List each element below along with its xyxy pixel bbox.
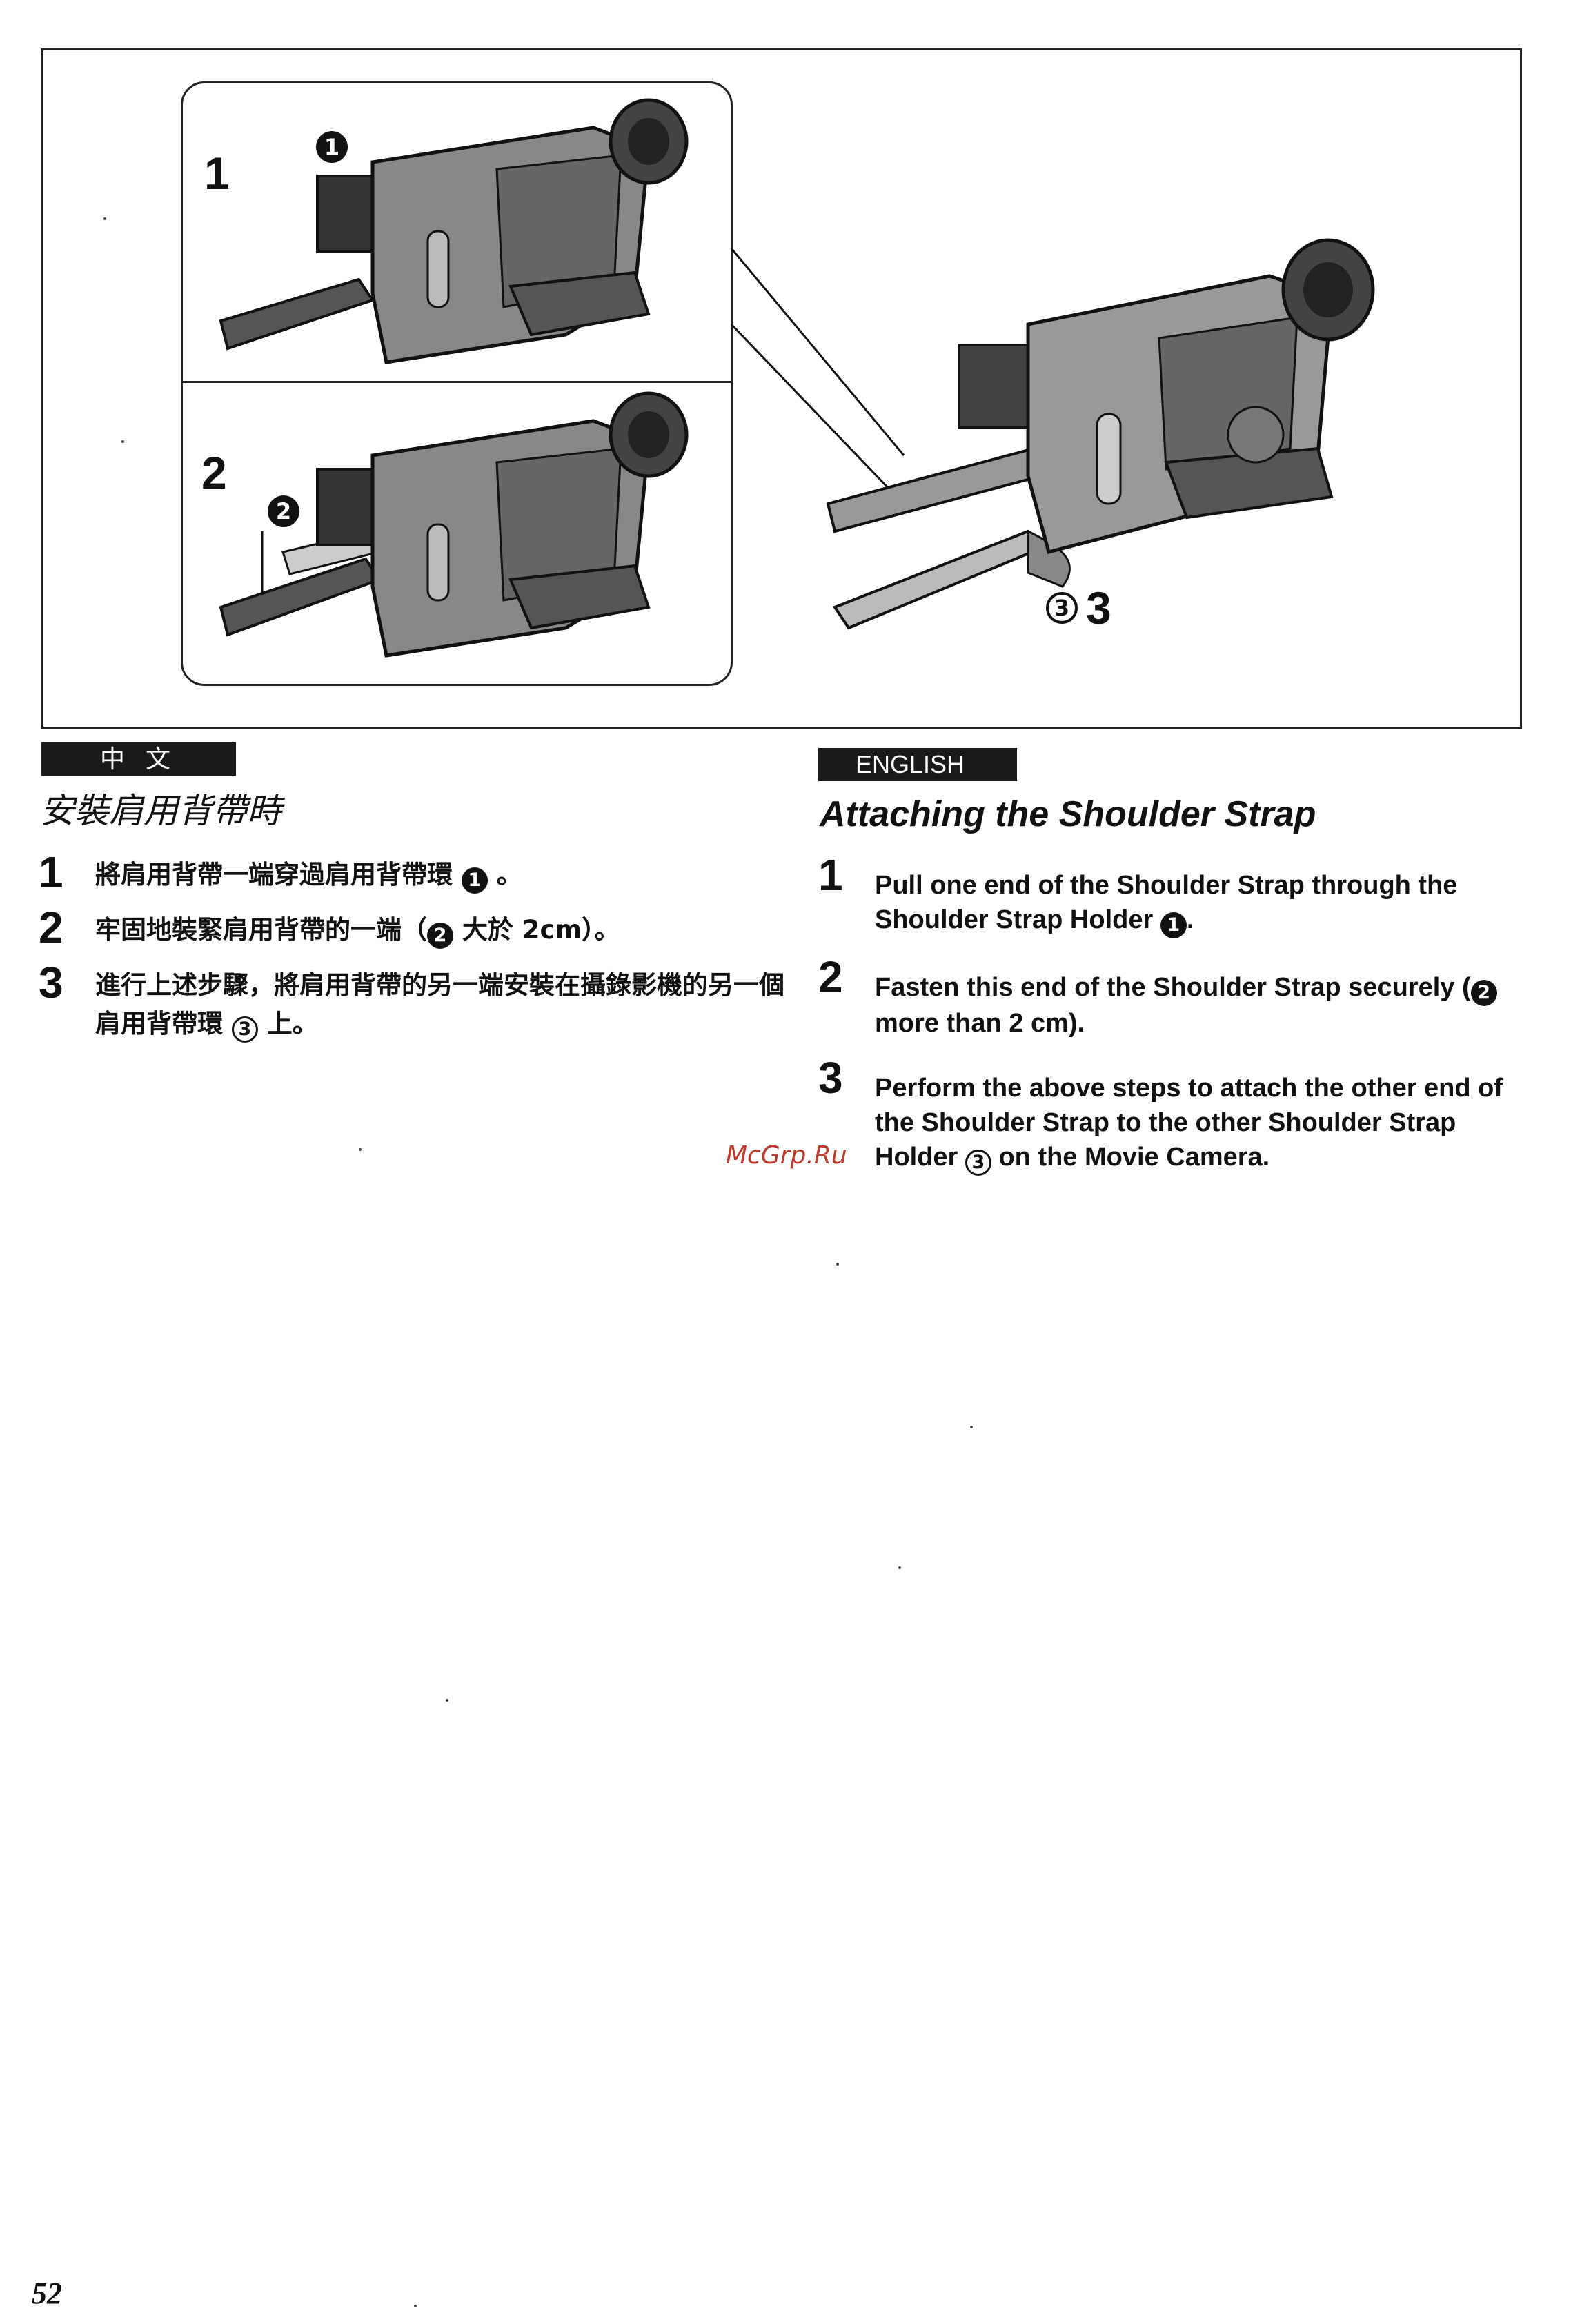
english-step-2-callout: 2 <box>1470 980 1497 1006</box>
english-step-3: 3 Perform the above steps to attach the … <box>818 1056 1529 1194</box>
english-step-2-text: Fasten this end of the Shoulder Strap se… <box>875 973 1471 1002</box>
english-steps: 1 Pull one end of the Shoulder Strap thr… <box>818 853 1529 1194</box>
panel-divider <box>181 381 733 383</box>
chinese-step-2-text-end: 大於 2cm）。 <box>462 915 620 945</box>
scan-speck <box>103 217 106 220</box>
figure-step2-number: 2 <box>201 447 227 498</box>
figure-step1-number: 1 <box>204 148 230 199</box>
figure-step3-number: 3 <box>1086 582 1111 633</box>
camera-main-image <box>826 238 1375 630</box>
chinese-step-2: 2 牢固地裝緊肩用背帶的一端（2 大於 2cm）。 <box>39 905 756 961</box>
scan-speck <box>898 1566 901 1569</box>
english-step-1-text: Pull one end of the Shoulder Strap throu… <box>875 871 1458 934</box>
scan-speck <box>359 1148 362 1151</box>
english-step-2-text-end: more than 2 cm). <box>875 1009 1085 1038</box>
watermark: McGrp.Ru <box>726 1141 847 1170</box>
chinese-step-1-text: 將肩用背帶一端穿過肩用背帶環 <box>95 860 453 889</box>
camera-detail-step2-image <box>219 391 689 658</box>
english-step-3-number: 3 <box>818 1053 843 1103</box>
chinese-step-2-number: 2 <box>39 903 63 952</box>
callout-1-figure: 1 <box>316 131 348 163</box>
chinese-tab: 中 文 <box>41 742 236 776</box>
zoom-connector-lines <box>731 248 905 491</box>
scan-speck <box>970 1426 973 1428</box>
english-step-1-text-end: . <box>1186 905 1194 934</box>
english-title: Attaching the Shoulder Strap <box>820 794 1316 834</box>
scan-speck <box>446 1699 448 1702</box>
english-step-1-number: 1 <box>818 850 843 900</box>
camera-detail-step1-image <box>219 98 689 364</box>
scan-speck <box>121 440 124 443</box>
illustration-frame <box>41 48 1522 729</box>
chinese-step-1: 1 將肩用背帶一端穿過肩用背帶環 1 。 <box>39 850 756 905</box>
chinese-step-3: 3 進行上述步驟，將肩用背帶的另一端安裝在攝錄影機的另一個肩用背帶環 3 上。 <box>39 958 784 1043</box>
scan-speck <box>414 2305 417 2307</box>
english-step-2: 2 Fasten this end of the Shoulder Strap … <box>818 955 1529 1056</box>
callout-3-figure: 3 <box>1046 592 1078 624</box>
english-tab: ENGLISH <box>818 748 1017 781</box>
english-step-1-callout: 1 <box>1160 912 1187 938</box>
chinese-title: 安裝肩用背帶時 <box>40 791 281 831</box>
english-step-1: 1 Pull one end of the Shoulder Strap thr… <box>818 853 1529 955</box>
chinese-step-2-callout: 2 <box>427 923 453 949</box>
chinese-step-1-callout: 1 <box>461 867 488 894</box>
english-step-3-callout: 3 <box>965 1150 991 1176</box>
chinese-step-3-text: 進行上述步驟，將肩用背帶的另一端安裝在攝錄影機的另一個肩用背帶環 <box>95 970 784 1038</box>
chinese-step-3-text-end: 上。 <box>266 1009 318 1038</box>
chinese-step-3-callout: 3 <box>231 1016 258 1043</box>
chinese-step-3-number: 3 <box>39 958 63 1007</box>
english-step-3-text-end: on the Movie Camera. <box>991 1143 1270 1172</box>
chinese-steps: 1 將肩用背帶一端穿過肩用背帶環 1 。 2 牢固地裝緊肩用背帶的一端（2 大於… <box>39 850 784 1043</box>
chinese-step-1-text-end: 。 <box>496 860 522 889</box>
page-number: 52 <box>32 2276 62 2310</box>
scan-speck <box>836 1263 839 1266</box>
english-step-2-number: 2 <box>818 952 843 1002</box>
chinese-step-1-number: 1 <box>39 847 63 897</box>
callout-2-figure: 2 <box>268 495 299 527</box>
chinese-step-2-text: 牢固地裝緊肩用背帶的一端（ <box>95 915 427 945</box>
english-step-3-text: Perform the above steps to attach the ot… <box>875 1074 1503 1172</box>
